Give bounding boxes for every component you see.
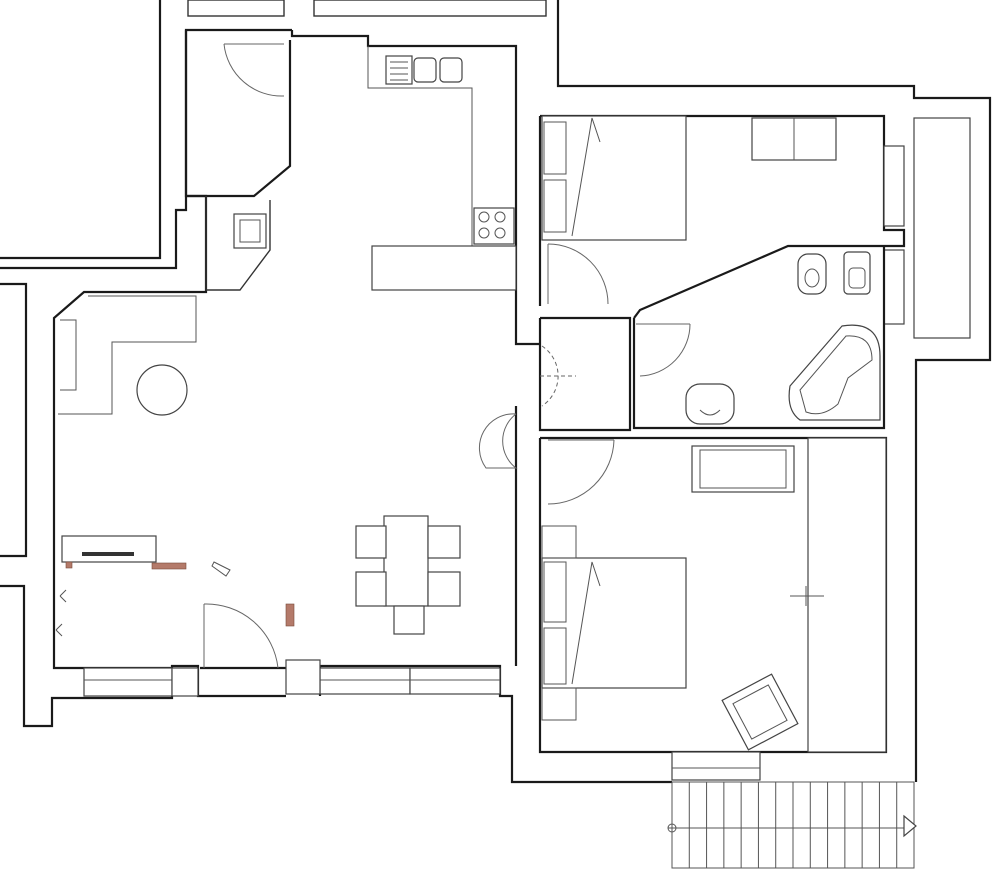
hall-door-swing [541,345,559,407]
wardrobe [807,437,887,753]
living-dining-room [52,30,540,697]
bedroom-top-walls [540,114,906,319]
balcony-planter [913,117,971,339]
dining-chair [393,605,425,635]
bedroom-bottom [538,436,888,754]
burner [478,227,490,239]
left-neighbor-wall [0,282,28,558]
sofa-outline [58,295,197,415]
closet [186,40,292,291]
dining-table [383,515,429,607]
window [883,145,905,227]
washbasin [685,383,735,425]
shaft-inner [239,219,261,243]
neighbor-room-right [313,0,547,17]
shaft [233,213,267,249]
wall-marker [65,561,73,569]
washbasin-bowl [699,409,721,416]
burner [494,211,506,223]
closet-door-swing [223,43,285,97]
sink-basin [413,57,437,83]
exterior-stairs [667,751,917,869]
round-table [136,364,188,416]
sink-drainboard [385,55,413,85]
stair-treads [688,782,898,868]
pillow [543,121,567,175]
kitchen-island [371,245,517,291]
dining-chair [355,571,387,607]
coat-hook [55,623,63,637]
wall-marker [285,603,295,627]
armchair-base [721,673,799,751]
outer-walls [0,0,992,784]
nightstand [541,525,577,559]
hall-door-swing [478,413,518,469]
burner [494,227,506,239]
dining-chair [355,525,387,559]
desk [61,535,157,563]
pillow [543,179,567,233]
sink-basin [439,57,463,83]
window [883,249,905,325]
bedroom-bottom-door-swing [547,439,615,505]
closet-side-wall [205,196,271,291]
coat-hook [59,589,67,603]
window [319,667,411,695]
cabinet [691,445,795,493]
column [171,667,199,697]
nightstand [541,687,577,721]
hallway [538,316,632,432]
bed [541,115,687,241]
toilet-bowl [848,267,866,289]
bedroom-top [538,114,971,339]
window [409,667,501,695]
wall-marker [151,562,187,570]
door-stop [211,561,231,577]
main-outer-wall-left [0,28,292,270]
living-room-west-wall [52,30,208,670]
bathroom-walls [632,246,886,430]
bed-sheet-fold [571,561,601,685]
stair-start [667,823,677,833]
stove [473,207,515,245]
stair-arrow [903,814,917,838]
armchair [721,673,799,751]
bidet-bowl [804,268,820,288]
closet-wall [186,40,292,198]
desk-item [82,552,134,556]
kitchen-counter [367,46,473,246]
kitchen [367,46,517,291]
window [83,667,173,697]
pillow [543,561,567,623]
corner-bathtub [788,324,881,421]
window [671,751,761,781]
left-corridor-wall [0,0,162,260]
pillow [543,627,567,685]
bathtub-inner [799,335,873,415]
bidet [797,253,827,295]
armchair-seat [732,684,788,740]
burner [478,211,490,223]
cabinet-top [699,449,787,489]
sofa-arm [60,319,77,391]
right-outer-wall [556,0,992,782]
dining-chair [427,525,461,559]
bathroom-door-swing [639,323,691,377]
neighbor-room-left [187,0,285,17]
bed-sheet-fold [571,117,601,237]
column [285,659,321,695]
dining-chair [427,571,461,607]
toilet [843,251,871,295]
bottom-left-wall [0,584,286,728]
bed [541,557,687,689]
bathroom [632,246,886,430]
hallway-walls [538,316,632,432]
bedroom-top-door-swing [547,243,609,305]
entry-door-swing [203,603,279,669]
